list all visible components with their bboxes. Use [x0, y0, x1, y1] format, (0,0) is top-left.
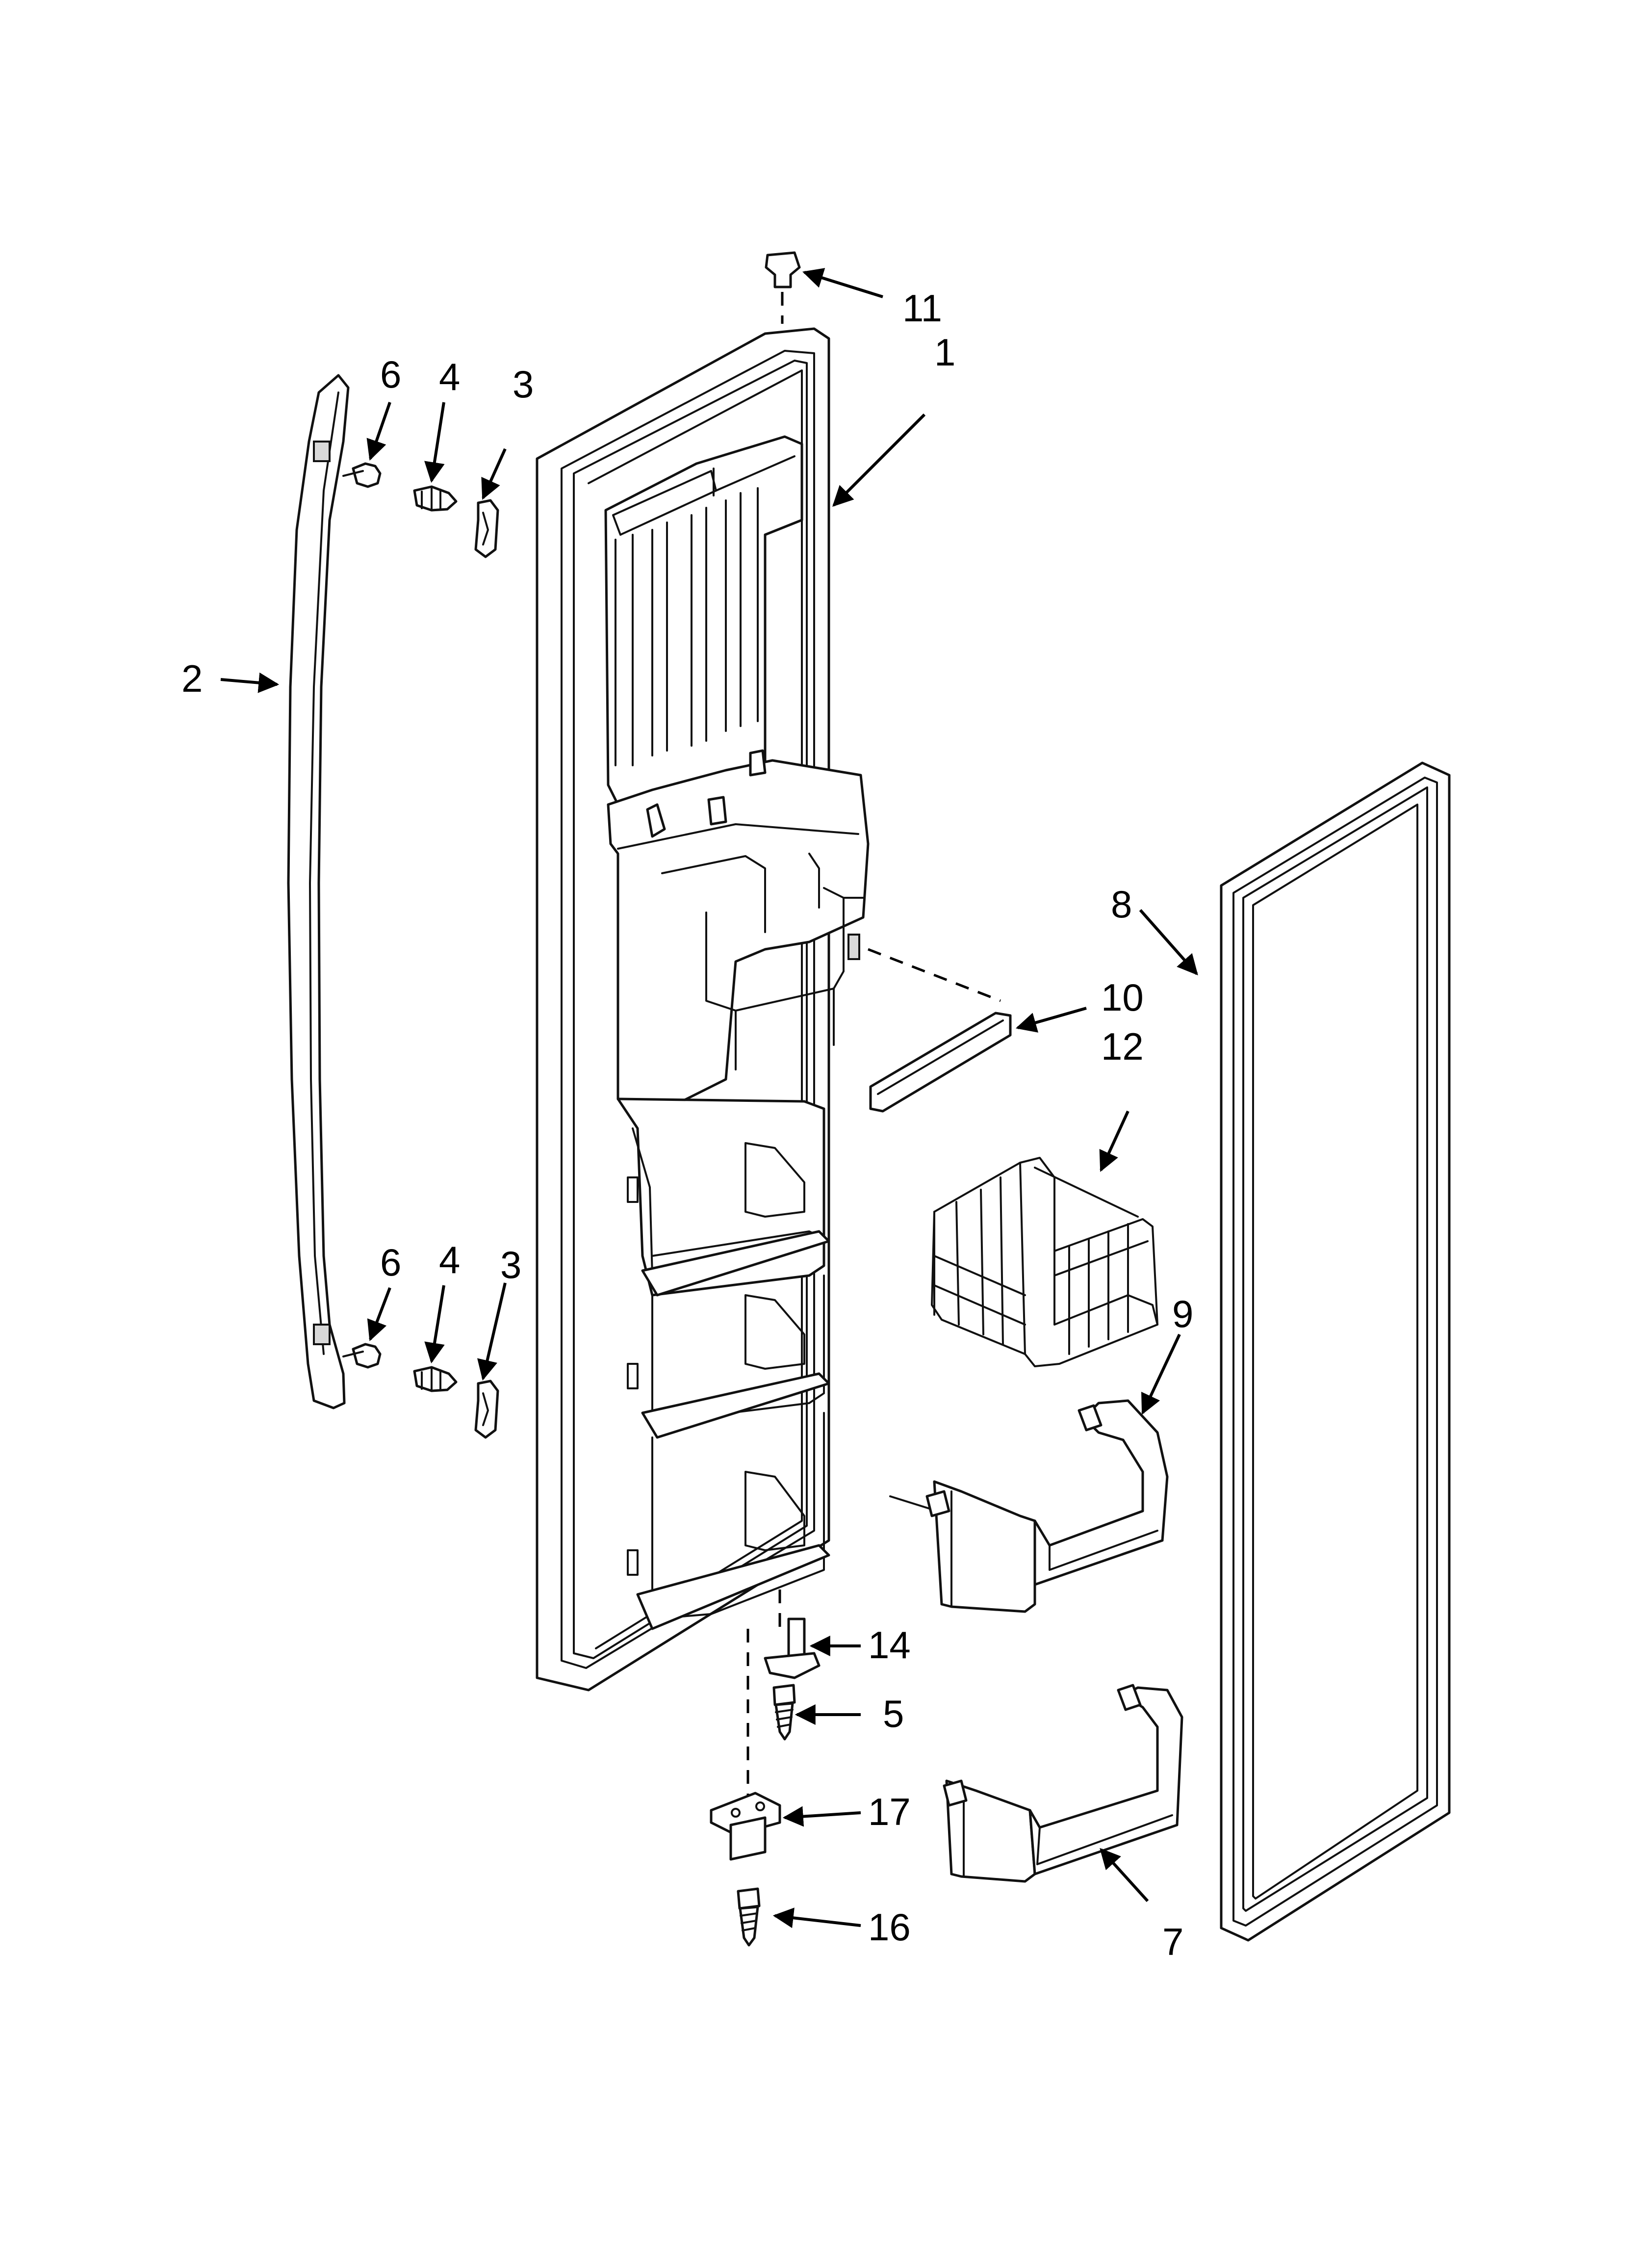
freezer-door-1: [536, 327, 870, 1692]
callout-14: 14: [868, 1623, 911, 1667]
clip-3-top: [474, 499, 499, 558]
hinge-17: [710, 1629, 781, 1861]
callout-3-bottom: 3: [500, 1243, 521, 1286]
fastener-set-top: [342, 462, 499, 558]
trim-strip-10: [868, 948, 1012, 1113]
callout-17: 17: [868, 1790, 911, 1833]
callout-4-top: 4: [439, 355, 460, 398]
callout-6-top: 6: [380, 353, 401, 396]
screw-6-bottom: [342, 1343, 382, 1369]
screw-16: [737, 1887, 761, 1947]
callout-8: 8: [1111, 883, 1132, 926]
door-bin-9: [889, 1399, 1169, 1613]
wire-basket-12: [931, 1157, 1158, 1367]
door-bin-7: [943, 1684, 1183, 1883]
callout-5: 5: [883, 1692, 904, 1735]
callout-3-top: 3: [513, 363, 534, 406]
callout-4-bottom: 4: [439, 1238, 460, 1281]
leader-lines: [220, 268, 1198, 1929]
callout-1: 1: [934, 331, 955, 374]
callout-6-bottom: 6: [380, 1241, 401, 1284]
fastener-set-bottom: [342, 1343, 499, 1439]
door-plug-11: [765, 251, 801, 324]
callout-16: 16: [868, 1905, 911, 1949]
callout-10: 10: [1101, 976, 1144, 1019]
callout-2: 2: [181, 657, 203, 700]
hinge-pin-14: [764, 1590, 821, 1679]
screw-5: [772, 1684, 796, 1741]
callout-12: 12: [1101, 1025, 1144, 1068]
callout-11: 11: [902, 287, 942, 330]
door-handle: [287, 374, 350, 1409]
door-gasket-8: [1220, 761, 1451, 1942]
callout-7: 7: [1162, 1920, 1183, 1963]
screw-6-top: [342, 462, 382, 488]
callout-9: 9: [1172, 1292, 1193, 1335]
screw-4-bottom: [413, 1366, 458, 1392]
screw-4-top: [413, 485, 458, 512]
clip-3-bottom: [474, 1380, 499, 1439]
